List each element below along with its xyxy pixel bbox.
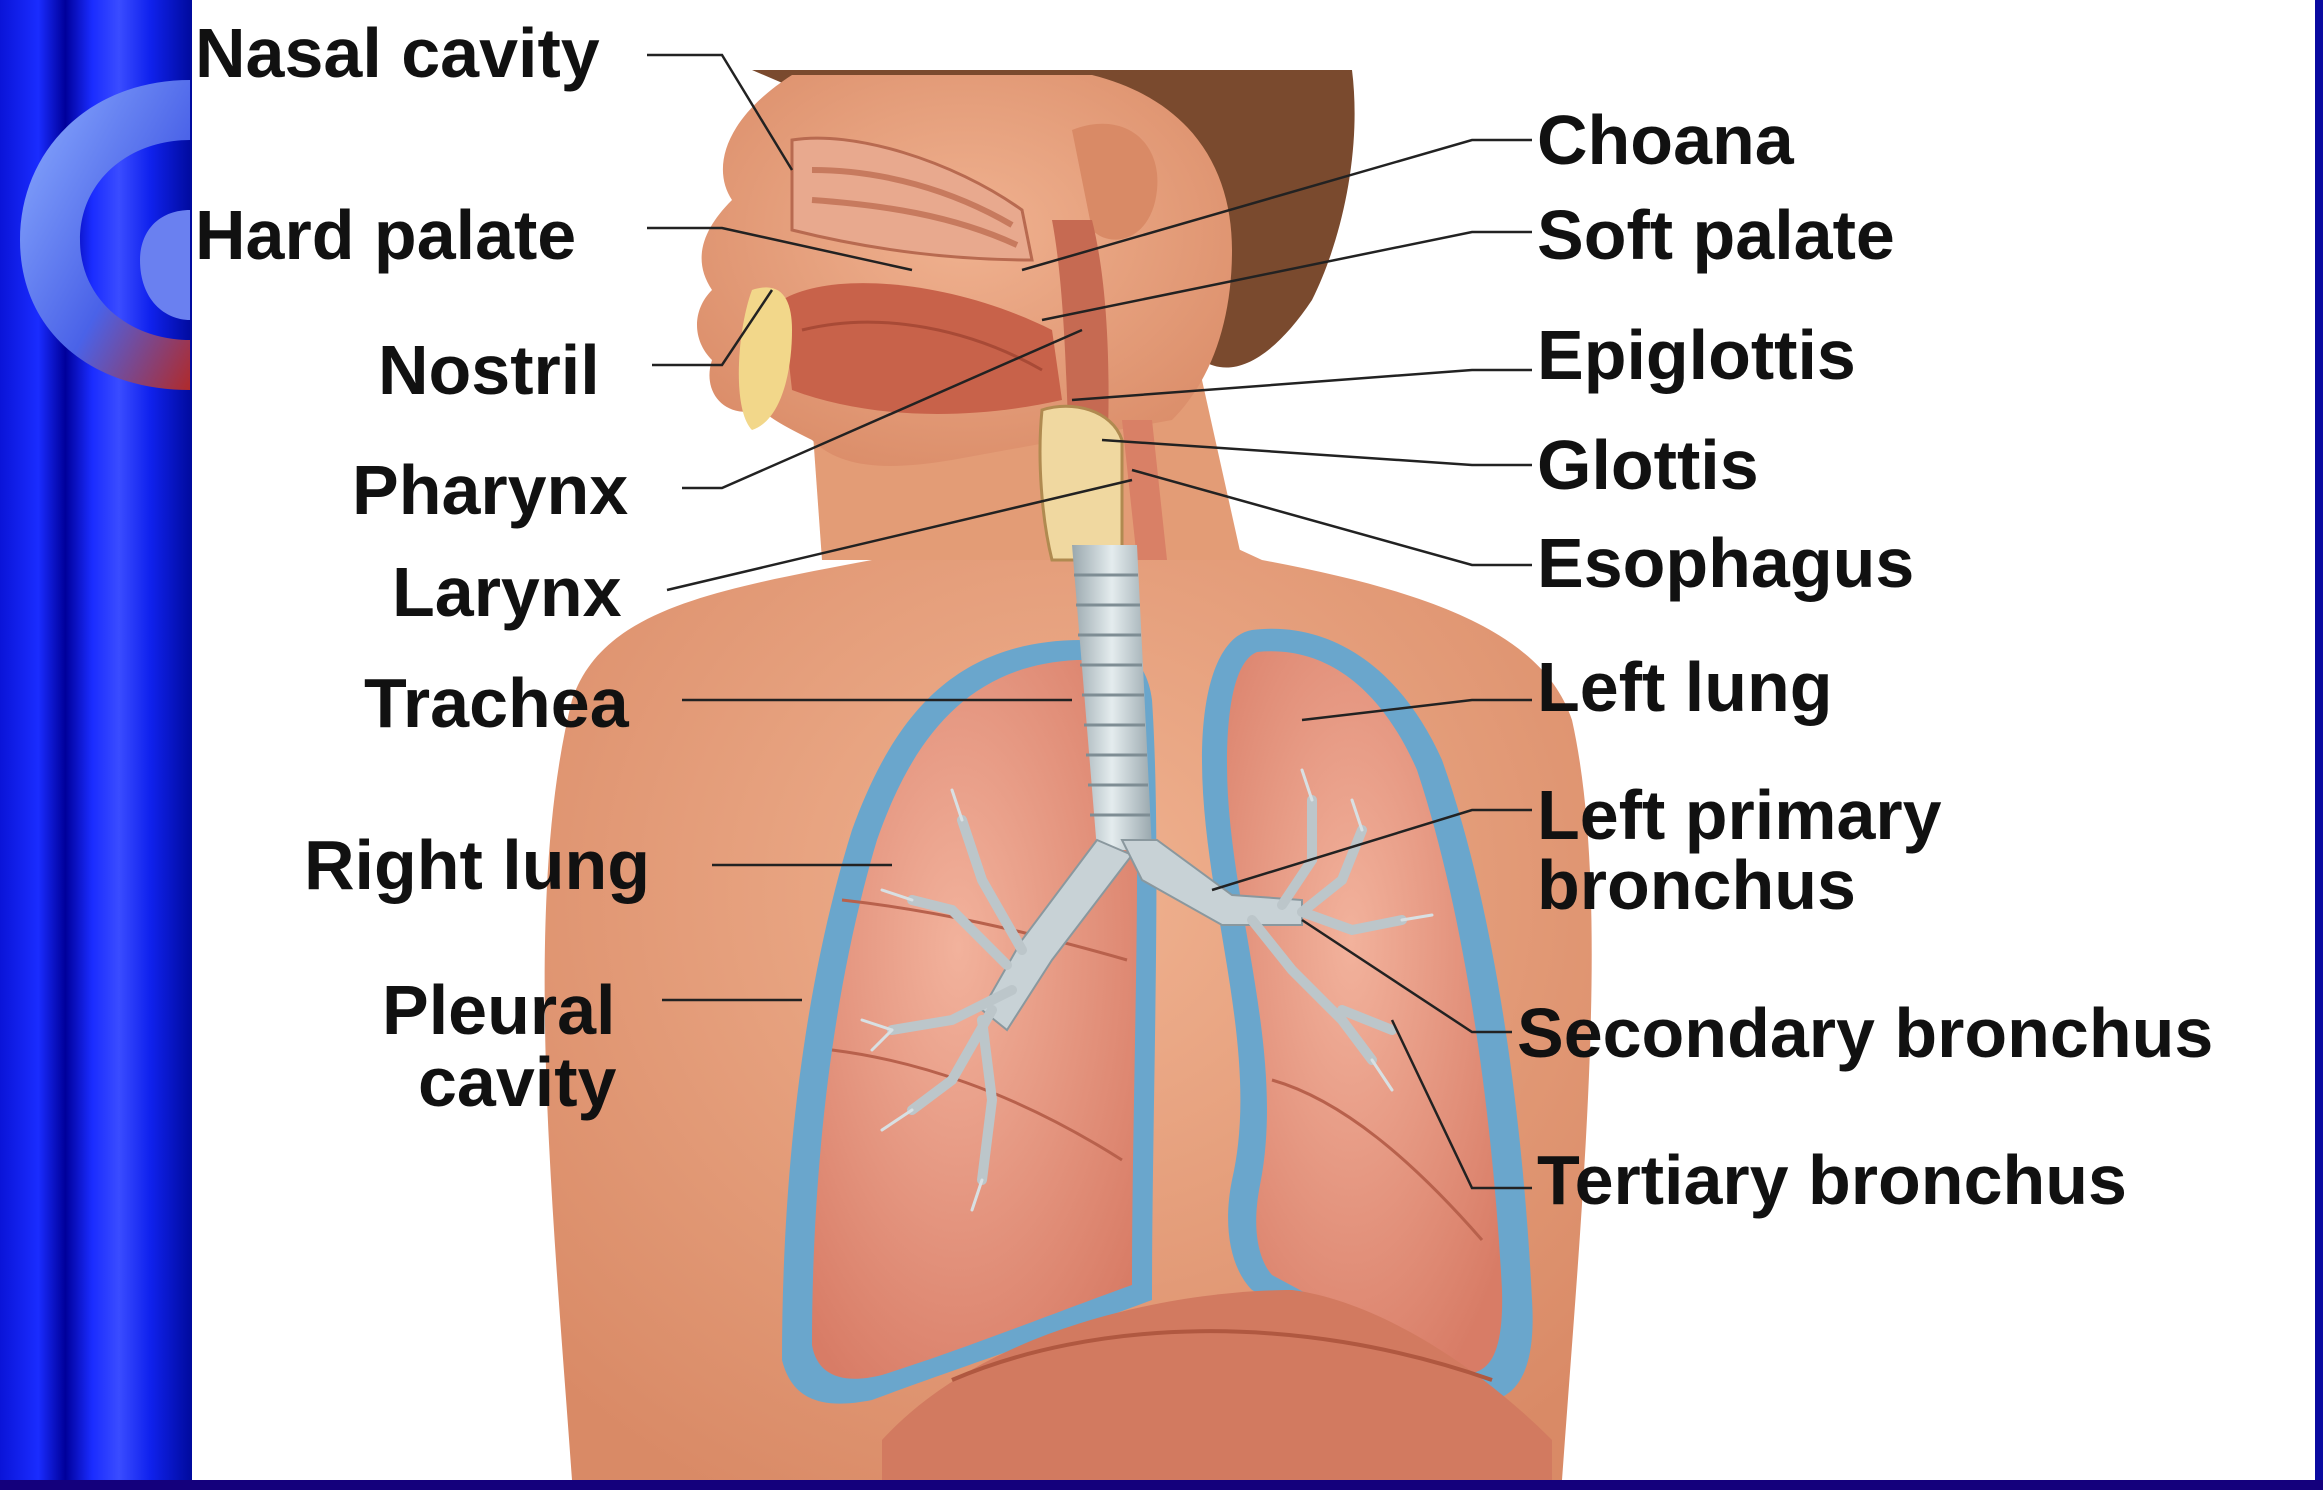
label-esophagus: Esophagus: [1537, 524, 1915, 602]
respiratory-illustration: [544, 53, 1592, 1480]
label-cavity: cavity: [418, 1043, 617, 1121]
label-right-lung: Right lung: [304, 826, 651, 904]
label-epiglottis: Epiglottis: [1537, 316, 1856, 394]
label-pharynx: Pharynx: [352, 451, 629, 529]
esophagus-tube: [1122, 420, 1167, 560]
leader-lines: [647, 53, 1532, 1190]
diaphragm: [882, 1290, 1552, 1480]
label-soft-palate: Soft palate: [1537, 196, 1895, 274]
label-left-primary: Left primary: [1537, 776, 1942, 854]
label-choana: Choana: [1537, 101, 1794, 179]
label-larynx: Larynx: [392, 553, 622, 631]
left-lung-shape: [1227, 651, 1503, 1374]
right-border: [2315, 0, 2323, 1490]
label-nostril: Nostril: [378, 331, 600, 409]
label-left-lung: Left lung: [1537, 648, 1833, 726]
swirl-logo-icon: [20, 80, 190, 390]
diagram-canvas: Nasal cavity Hard palate Nostril Pharynx…: [192, 0, 2315, 1480]
right-bronchial-tree: [887, 815, 1027, 1185]
ear: [1072, 123, 1158, 240]
label-glottis: Glottis: [1537, 426, 1759, 504]
label-trachea: Trachea: [364, 664, 629, 742]
larynx-shape: [1038, 404, 1124, 562]
tongue: [782, 283, 1062, 414]
label-hard-palate: Hard palate: [195, 196, 577, 274]
label-secondary-bronchus: Secondary bronchus: [1517, 994, 2214, 1072]
bottom-border: [0, 1480, 2323, 1490]
trachea-tube: [1072, 545, 1152, 850]
label-bronchus: bronchus: [1537, 846, 1856, 924]
label-pleural: Pleural: [382, 971, 616, 1049]
right-lung-shape: [812, 660, 1138, 1379]
label-tertiary-bronchus: Tertiary bronchus: [1537, 1141, 2127, 1219]
label-nasal-cavity: Nasal cavity: [195, 14, 600, 92]
